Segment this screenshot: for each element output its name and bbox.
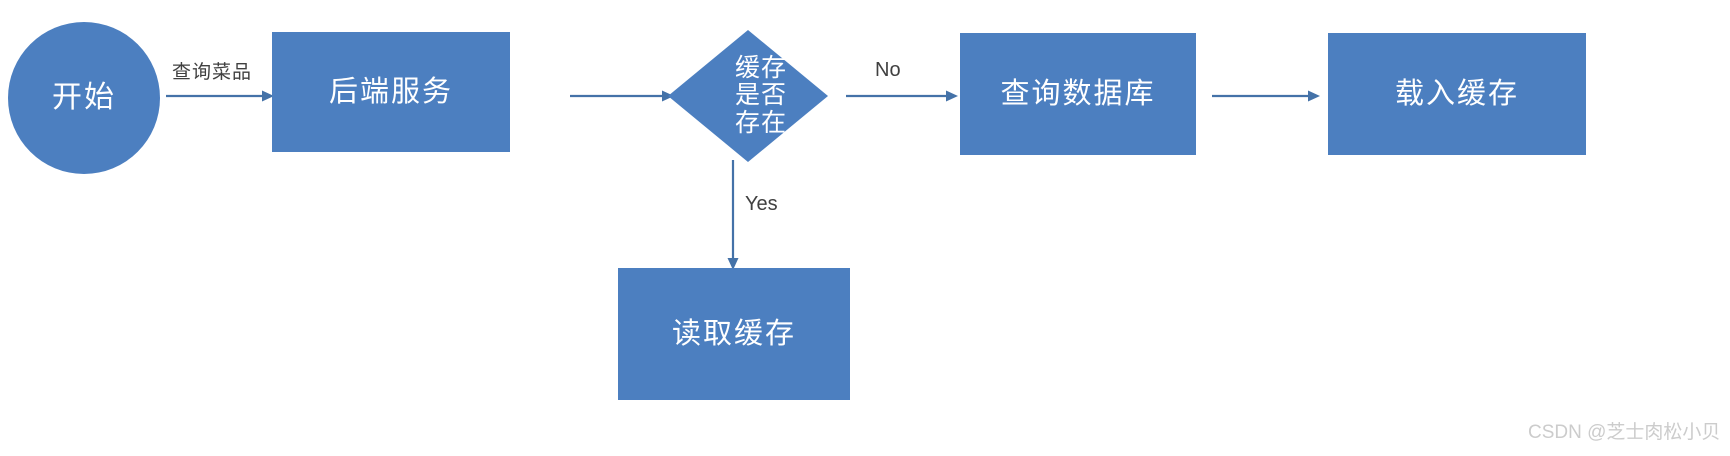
connector-query-db-to-load-cache bbox=[1212, 86, 1322, 106]
watermark: CSDN @芝士肉松小贝 bbox=[1528, 422, 1721, 443]
node-read-cache[interactable]: 读取缓存 bbox=[618, 268, 850, 400]
connector-start-to-backend bbox=[166, 86, 276, 106]
node-start[interactable]: 开始 bbox=[8, 22, 160, 174]
node-backend-service-label: 后端服务 bbox=[328, 75, 453, 108]
node-cache-exists-decision[interactable]: 缓存 是否 存在 bbox=[668, 30, 828, 162]
node-cache-exists-decision-label: 缓存 是否 存在 bbox=[734, 53, 787, 137]
node-start-label: 开始 bbox=[52, 81, 116, 115]
connector-backend-to-decision bbox=[570, 86, 676, 106]
node-backend-service[interactable]: 后端服务 bbox=[272, 32, 510, 152]
node-read-cache-label: 读取缓存 bbox=[671, 317, 796, 350]
node-query-database-label: 查询数据库 bbox=[1000, 77, 1156, 110]
connector-decision-to-query-db bbox=[846, 86, 960, 106]
node-load-cache[interactable]: 载入缓存 bbox=[1328, 33, 1586, 155]
edge-label-no: No bbox=[875, 59, 901, 81]
edge-label-query-dish: 查询菜品 bbox=[172, 62, 253, 83]
diamond-shape-icon bbox=[668, 30, 828, 162]
node-load-cache-label: 载入缓存 bbox=[1394, 77, 1519, 110]
node-query-database[interactable]: 查询数据库 bbox=[960, 33, 1196, 155]
edge-label-yes: Yes bbox=[745, 193, 778, 215]
connector-decision-to-read-cache bbox=[723, 160, 743, 272]
